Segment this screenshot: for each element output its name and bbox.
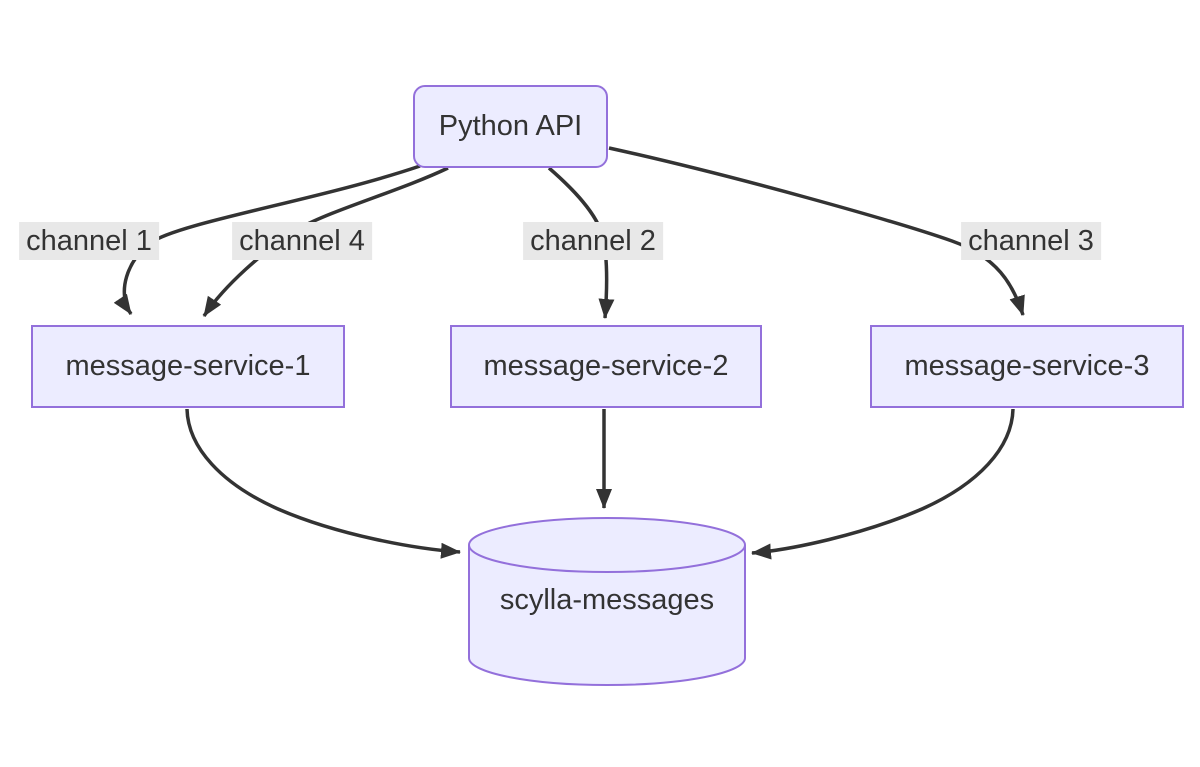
edge-message-service-1-to-scylla-messages xyxy=(185,408,461,559)
cylinder-top xyxy=(468,517,746,573)
node-scylla-messages-label: scylla-messages xyxy=(499,583,715,616)
database-cylinder-shape xyxy=(468,517,746,686)
node-message-service-1: message-service-1 xyxy=(31,325,345,408)
edge-label-channel-2: channel 2 xyxy=(523,222,663,260)
node-scylla-messages: scylla-messages xyxy=(469,560,745,640)
node-python-api-label: Python API xyxy=(438,110,583,142)
cylinder-body xyxy=(468,545,746,686)
edge-label-channel-4: channel 4 xyxy=(232,222,372,260)
edge-python-api-to-message-service-1-channel-1 xyxy=(113,164,421,315)
edge-label-channel-3: channel 3 xyxy=(961,222,1101,260)
edge-label-channel-1: channel 1 xyxy=(19,222,159,260)
node-python-api: Python API xyxy=(413,85,608,168)
edge-message-service-3-to-scylla-messages xyxy=(751,408,1015,560)
node-message-service-1-label: message-service-1 xyxy=(65,350,311,382)
node-message-service-2: message-service-2 xyxy=(450,325,762,408)
node-message-service-2-label: message-service-2 xyxy=(483,350,729,382)
node-message-service-3: message-service-3 xyxy=(870,325,1184,408)
edge-python-api-to-message-service-3-channel-3 xyxy=(608,146,1025,316)
node-message-service-3-label: message-service-3 xyxy=(904,350,1150,382)
